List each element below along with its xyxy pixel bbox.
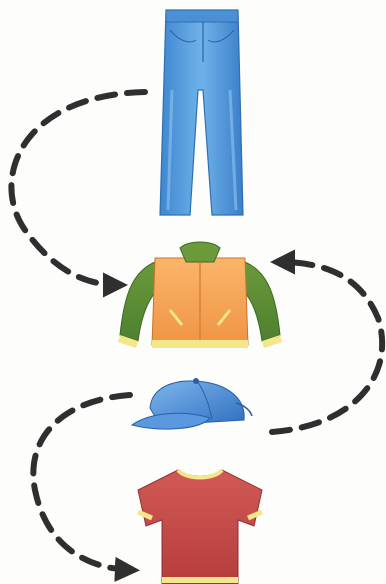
jacket-icon — [118, 242, 282, 348]
jeans-icon — [160, 10, 243, 215]
arrow-cap-to-jacket — [272, 262, 382, 432]
tshirt-icon — [138, 470, 262, 584]
cap-icon — [132, 378, 252, 429]
arrow-jeans-to-jacket — [11, 92, 145, 285]
arrow-cap-to-tshirt — [33, 395, 130, 570]
